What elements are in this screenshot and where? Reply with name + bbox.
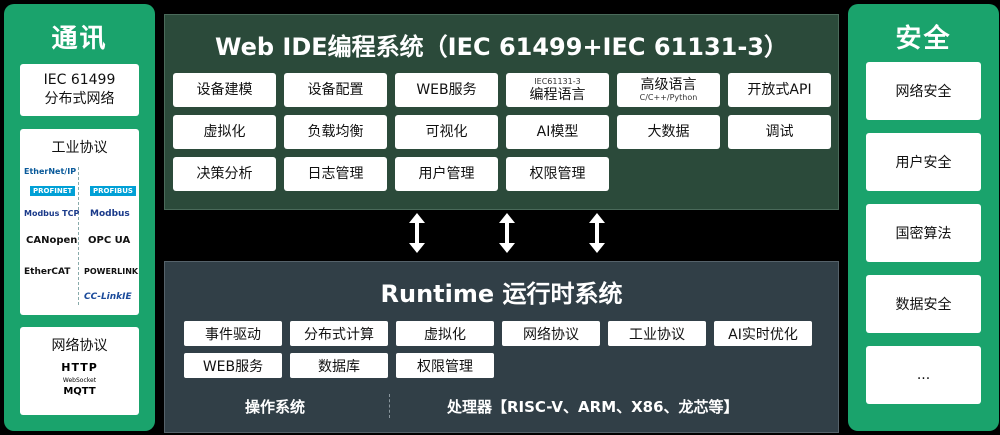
canopen-logo: CANopen [26, 235, 78, 246]
runtime-cell-virtualization: 虚拟化 [396, 321, 494, 346]
runtime-cell-ai-realtime-optimization: AI实时优化 [714, 321, 812, 346]
ide-cell-decision-analysis: 决策分析 [173, 157, 276, 191]
modbus-tcp-logo: Modbus TCP [24, 209, 80, 218]
communication-title: 通讯 [51, 24, 108, 54]
ide-cell-debug: 调试 [728, 115, 831, 149]
web-ide-panel: Web IDE编程系统（IEC 61499+IEC 61131-3） 设备建模 … [164, 14, 839, 210]
communication-panel: 通讯 IEC 61499 分布式网络 工业协议 EtherNet/IP PROF… [4, 4, 155, 431]
processor-label: 处理器【RISC-V、ARM、X86、龙芯等】 [447, 398, 739, 416]
iec61499-box: IEC 61499 分布式网络 [20, 64, 139, 116]
ide-cell-web-service: WEB服务 [395, 73, 498, 107]
protocol-divider [78, 167, 80, 305]
double-arrow-icon [499, 213, 515, 253]
ide-cell-big-data: 大数据 [617, 115, 720, 149]
runtime-cell-network-protocol: 网络协议 [502, 321, 600, 346]
powerlink-logo: POWERLINK [84, 267, 139, 276]
security-title: 安全 [895, 24, 952, 54]
runtime-cell-permission-management: 权限管理 [396, 353, 494, 378]
runtime-cell-event-driven: 事件驱动 [184, 321, 282, 346]
security-item-data: 数据安全 [866, 275, 981, 333]
http-logo: HTTP [61, 361, 98, 374]
runtime-cell-industrial-protocol: 工业协议 [608, 321, 706, 346]
modbus-logo: Modbus [90, 209, 130, 219]
ide-cell-device-modeling: 设备建模 [173, 73, 276, 107]
ide-cell-user-management: 用户管理 [395, 157, 498, 191]
security-item-sm-crypto: 国密算法 [866, 204, 981, 262]
runtime-panel: Runtime 运行时系统 事件驱动 分布式计算 虚拟化 网络协议 工业协议 A… [164, 261, 839, 433]
ide-cell-permission-management: 权限管理 [506, 157, 609, 191]
security-item-network: 网络安全 [866, 62, 981, 120]
mqtt-logo: MQTT [63, 386, 96, 397]
security-item-more: ... [866, 346, 981, 404]
profibus-logo: PROFIBUS [90, 186, 136, 196]
profinet-logo: PROFINET [30, 186, 76, 196]
ide-cell-ai-model: AI模型 [506, 115, 609, 149]
runtime-cell-distributed-computing: 分布式计算 [290, 321, 388, 346]
ide-cell-device-config: 设备配置 [284, 73, 387, 107]
industrial-protocols-box: 工业协议 EtherNet/IP PROFINET PROFIBUS Modbu… [20, 129, 139, 315]
security-item-user: 用户安全 [866, 133, 981, 191]
network-protocols-box: 网络协议 HTTP WebSocket MQTT [20, 327, 139, 415]
iec61499-line2: 分布式网络 [44, 91, 115, 107]
ide-cell-load-balancing: 负载均衡 [284, 115, 387, 149]
footer-divider [389, 394, 391, 418]
ide-cell-virtualization: 虚拟化 [173, 115, 276, 149]
iec61499-line1: IEC 61499 [43, 72, 116, 88]
ethernetip-logo: EtherNet/IP [24, 167, 77, 176]
cclinkie-logo: CC-LinkIE [84, 292, 132, 302]
web-ide-title: Web IDE编程系统（IEC 61499+IEC 61131-3） [214, 33, 789, 61]
security-panel: 安全 网络安全 用户安全 国密算法 数据安全 ... [848, 4, 999, 431]
ide-cell-log-management: 日志管理 [284, 157, 387, 191]
websocket-logo: WebSocket [62, 377, 97, 384]
runtime-title: Runtime 运行时系统 [380, 280, 623, 308]
ide-cell-visualization: 可视化 [395, 115, 498, 149]
double-arrow-icon [589, 213, 605, 253]
network-protocols-title: 网络协议 [51, 338, 108, 354]
ide-cell-open-api: 开放式API [728, 73, 831, 107]
industrial-protocols-title: 工业协议 [51, 140, 108, 156]
runtime-cell-web-service: WEB服务 [184, 353, 282, 378]
double-arrow-icon [409, 213, 425, 253]
operating-system-label: 操作系统 [245, 398, 306, 416]
runtime-cell-database: 数据库 [290, 353, 388, 378]
opcua-logo: OPC UA [88, 235, 131, 246]
ethercat-logo: EtherCAT [24, 267, 71, 277]
